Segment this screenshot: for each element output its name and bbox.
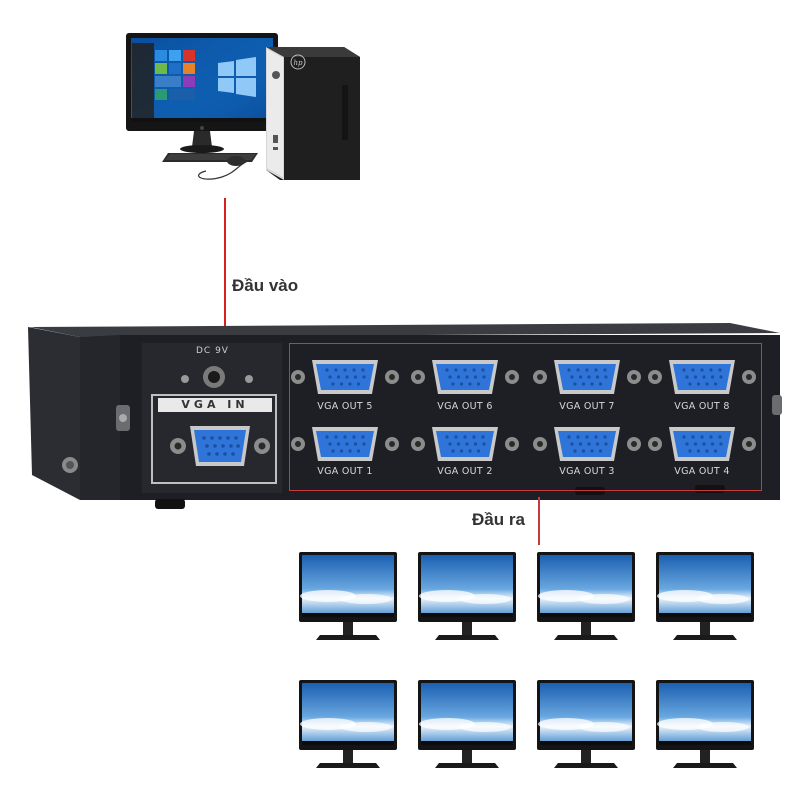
pc-monitor [126,33,278,153]
output-monitor [299,552,397,640]
dc-power-label: DC 9V [196,346,229,356]
output-label: Đầu ra [472,510,525,529]
vga-in-label: VGA IN [158,398,272,412]
output-cable-line [538,497,540,545]
hp-logo-icon: hp [290,54,306,70]
output-monitor [537,552,635,640]
input-label: Đầu vào [232,276,299,295]
output-monitor [418,552,516,640]
output-monitor [299,680,397,768]
vga-in-port-icon [170,426,270,466]
dc-power-jack-icon [203,366,225,388]
windows-logo-icon [218,57,256,97]
output-monitor [537,680,635,768]
output-monitor [418,680,516,768]
left-side-screw [62,457,78,473]
vga-outputs-highlight-box [289,343,762,491]
desktop-computer-illustration: hp [126,33,360,180]
mouse [227,156,245,166]
output-monitor [656,680,754,768]
input-cable-line [224,198,226,445]
output-monitor [656,552,754,640]
svg-text:hp: hp [294,59,304,67]
pc-tower [266,47,360,180]
